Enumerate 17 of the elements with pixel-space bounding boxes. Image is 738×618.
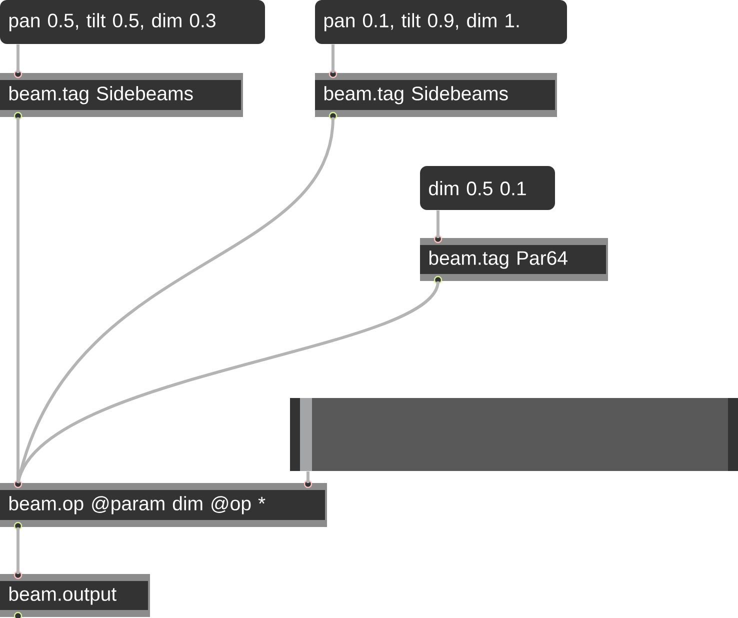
object-box: beam.op @param dim @op * [0, 480, 327, 530]
patch-cord [16, 280, 440, 484]
message-box: dim 0.5 0.1 [420, 166, 555, 210]
patch-cord [436, 210, 440, 238]
patch-cord [16, 117, 334, 484]
patch-cord [16, 44, 20, 73]
patch-cord [16, 117, 20, 483]
object-box: beam.tag Sidebeams [315, 70, 557, 120]
message-box: pan 0.1, tilt 0.9, dim 1. [315, 0, 567, 44]
patch-cord [306, 471, 310, 483]
message-box: pan 0.5, tilt 0.5, dim 0.3 [0, 0, 265, 44]
object-box: beam.output [0, 570, 150, 618]
patch-cord [332, 44, 334, 73]
object-box: beam.tag Par64 [420, 234, 608, 284]
patch-cord [16, 527, 20, 574]
slider [290, 398, 738, 471]
object-box: beam.tag Sidebeams [0, 70, 243, 120]
